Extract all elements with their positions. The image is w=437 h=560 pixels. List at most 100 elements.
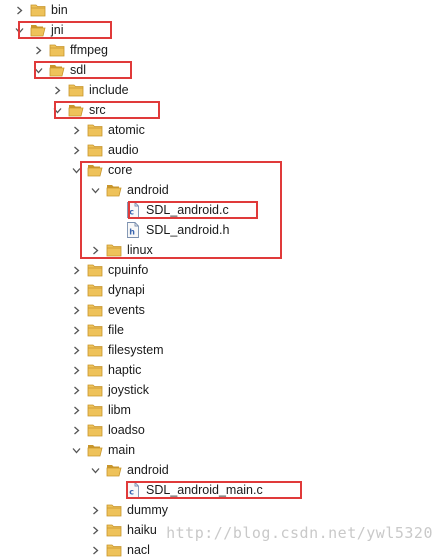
folder-icon [87,140,103,160]
chevron-right-icon[interactable] [69,260,83,280]
tree-item-label: include [89,83,129,97]
svg-text:c: c [129,208,134,217]
tree-item-core-android[interactable]: android [88,180,169,200]
chevron-right-icon[interactable] [69,320,83,340]
tree-item-label: joystick [108,383,149,397]
folder-open-icon [87,160,103,180]
tree-item-nacl[interactable]: nacl [88,540,150,560]
folder-icon [87,300,103,320]
tree-item-libm[interactable]: libm [69,400,131,420]
tree-item-core[interactable]: core [69,160,132,180]
chevron-right-icon[interactable] [88,500,102,520]
chevron-right-icon[interactable] [31,40,45,60]
tree-item-joystick[interactable]: joystick [69,380,149,400]
chevron-right-icon[interactable] [69,280,83,300]
svg-text:c: c [129,488,134,497]
tree-item-loadso[interactable]: loadso [69,420,145,440]
chevron-right-icon[interactable] [69,420,83,440]
chevron-right-icon[interactable] [69,400,83,420]
folder-icon [30,0,46,20]
chevron-down-icon[interactable] [12,20,26,40]
tree-spacer [107,220,121,240]
folder-icon [87,120,103,140]
tree-item-label: haiku [127,523,157,537]
chevron-right-icon[interactable] [69,140,83,160]
tree-item-label: android [127,183,169,197]
folder-icon [87,360,103,380]
c-file-icon: c [125,200,141,220]
folder-icon [106,540,122,560]
tree-item-audio[interactable]: audio [69,140,139,160]
tree-item-atomic[interactable]: atomic [69,120,145,140]
tree-item-label: events [108,303,145,317]
tree-item-label: src [89,103,106,117]
h-file-icon: h [125,220,141,240]
chevron-right-icon[interactable] [12,0,26,20]
tree-item-ffmpeg[interactable]: ffmpeg [31,40,108,60]
chevron-right-icon[interactable] [69,340,83,360]
folder-open-icon [106,180,122,200]
folder-icon [87,420,103,440]
tree-item-label: linux [127,243,153,257]
tree-item-sdl-android-c[interactable]: c SDL_android.c [107,200,229,220]
chevron-right-icon[interactable] [50,80,64,100]
folder-icon [87,260,103,280]
tree-item-label: SDL_android_main.c [146,483,263,497]
folder-icon [87,340,103,360]
tree-spacer [107,480,121,500]
chevron-down-icon[interactable] [88,460,102,480]
tree-item-main-android[interactable]: android [88,460,169,480]
tree-item-src[interactable]: src [50,100,106,120]
chevron-right-icon[interactable] [69,380,83,400]
tree-item-label: cpuinfo [108,263,149,277]
tree-item-label: filesystem [108,343,164,357]
tree-item-label: SDL_android.c [146,203,229,217]
chevron-down-icon[interactable] [69,160,83,180]
folder-icon [106,520,122,540]
tree-item-dummy[interactable]: dummy [88,500,168,520]
tree-item-label: atomic [108,123,145,137]
tree-item-cpuinfo[interactable]: cpuinfo [69,260,148,280]
tree-item-label: core [108,163,133,177]
folder-icon [106,240,122,260]
tree-item-label: jni [51,23,64,37]
chevron-right-icon[interactable] [88,240,102,260]
folder-icon [87,400,103,420]
chevron-right-icon[interactable] [69,120,83,140]
chevron-down-icon[interactable] [31,60,45,80]
tree-item-label: haptic [108,363,142,377]
tree-item-filesystem[interactable]: filesystem [69,340,164,360]
c-file-icon: c [125,480,141,500]
chevron-down-icon[interactable] [69,440,83,460]
tree-item-sdl-android-main-c[interactable]: c SDL_android_main.c [107,480,263,500]
tree-item-label: nacl [127,543,150,557]
tree-item-jni[interactable]: jni [12,20,64,40]
folder-icon [49,40,65,60]
folder-open-icon [106,460,122,480]
tree-item-sdl[interactable]: sdl [31,60,86,80]
chevron-right-icon[interactable] [88,520,102,540]
tree-item-events[interactable]: events [69,300,145,320]
chevron-down-icon[interactable] [50,100,64,120]
folder-icon [87,380,103,400]
tree-item-haiku[interactable]: haiku [88,520,157,540]
folder-icon [87,320,103,340]
tree-item-label: sdl [70,63,86,77]
tree-item-dynapi[interactable]: dynapi [69,280,145,300]
chevron-right-icon[interactable] [69,360,83,380]
watermark-text: http://blog.csdn.net/ywl5320 [166,524,433,542]
tree-item-bin[interactable]: bin [12,0,68,20]
chevron-right-icon[interactable] [88,540,102,560]
chevron-right-icon[interactable] [69,300,83,320]
tree-item-linux[interactable]: linux [88,240,153,260]
folder-icon [87,280,103,300]
tree-item-include[interactable]: include [50,80,129,100]
tree-item-haptic[interactable]: haptic [69,360,141,380]
tree-item-file[interactable]: file [69,320,124,340]
tree-item-main[interactable]: main [69,440,135,460]
tree-item-label: loadso [108,423,145,437]
chevron-down-icon[interactable] [88,180,102,200]
folder-icon [68,80,84,100]
tree-item-label: bin [51,3,68,17]
